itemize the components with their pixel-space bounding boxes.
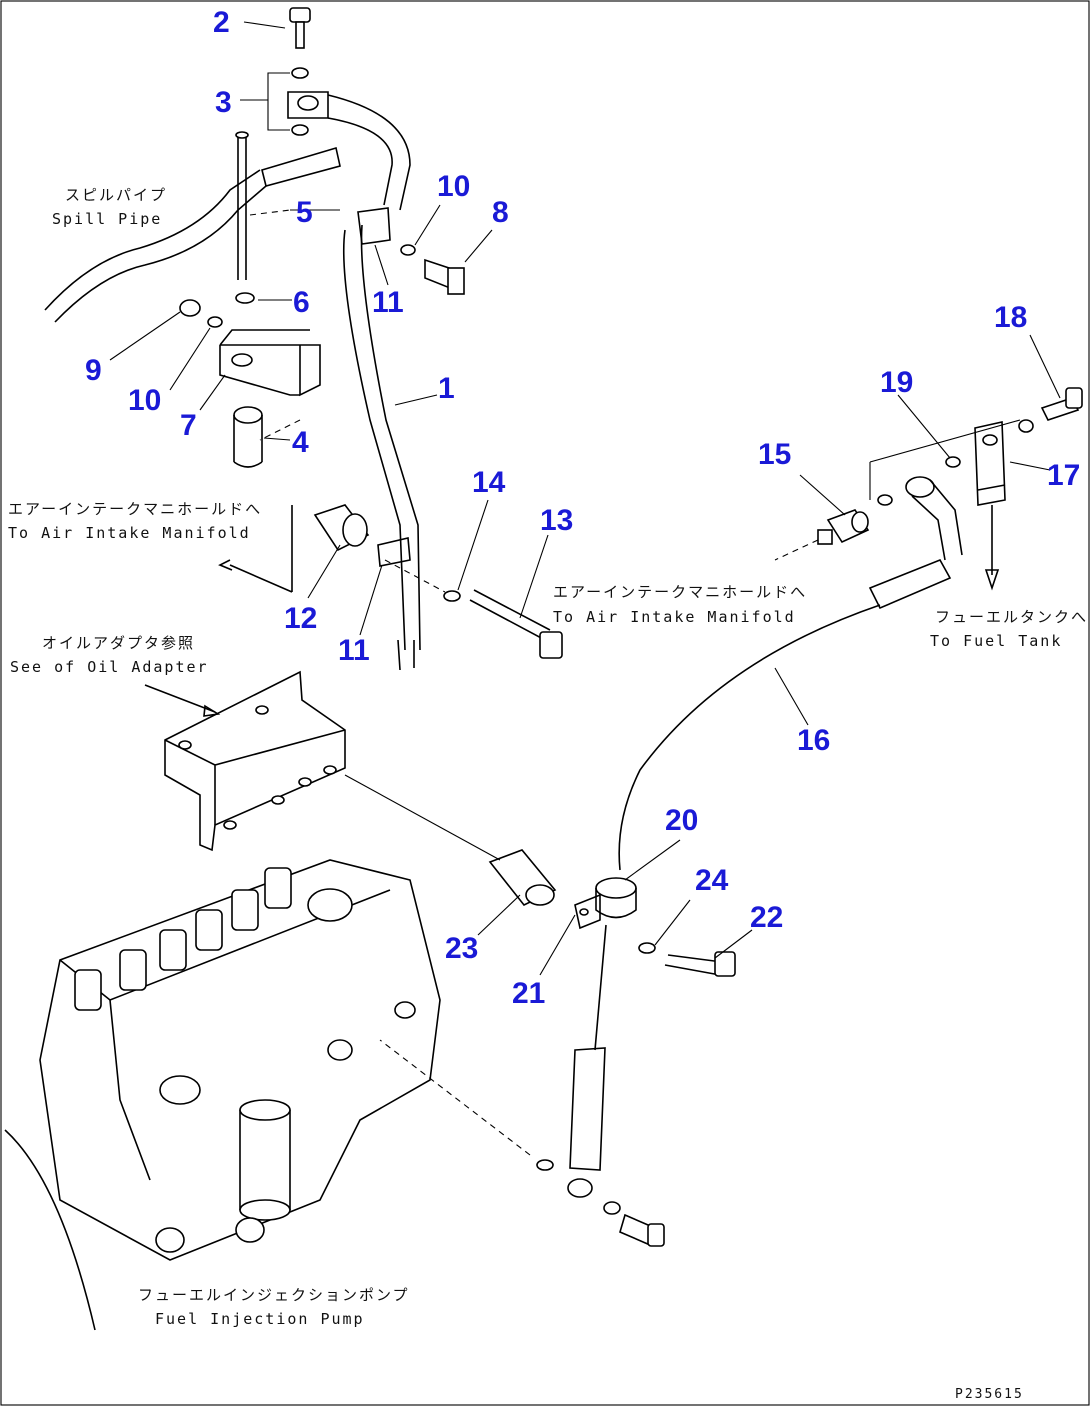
callout-13: 13 <box>540 504 573 537</box>
callout-12: 12 <box>284 602 317 635</box>
pipe-5-drawing <box>327 94 411 211</box>
washer-10-drawing <box>207 316 223 328</box>
label-injection-pump-en: Fuel Injection Pump <box>155 1310 365 1328</box>
label-fuel-tank-en: To Fuel Tank <box>930 632 1062 650</box>
callout-6: 6 <box>293 286 310 319</box>
washer-24-drawing <box>638 942 656 954</box>
callout-20: 20 <box>665 804 698 837</box>
callout-10-lower: 10 <box>128 384 161 417</box>
oil-adapter-arrow <box>144 684 216 713</box>
connector-15-drawing <box>817 509 870 545</box>
spacer-4-drawing <box>233 406 263 468</box>
washers-3-drawing <box>287 67 329 136</box>
callout-19: 19 <box>880 366 913 399</box>
label-air-intake-right-en: To Air Intake Manifold <box>553 608 796 626</box>
hose-16-drawing <box>618 604 881 871</box>
callout-8: 8 <box>492 196 509 229</box>
fitting-20-drawing <box>574 877 637 930</box>
label-spill-pipe-jp: スピルパイプ <box>65 186 167 204</box>
washer-14-drawing <box>443 590 461 602</box>
bolt-18-drawing <box>1018 387 1083 433</box>
label-air-intake-left-en: To Air Intake Manifold <box>8 524 251 542</box>
callout-10-upper: 10 <box>437 170 470 203</box>
label-spill-pipe-en: Spill Pipe <box>52 210 162 228</box>
stud-drawing <box>237 135 247 280</box>
callout-21: 21 <box>512 977 545 1010</box>
callout-16: 16 <box>797 724 830 757</box>
callout-18: 18 <box>994 301 1027 334</box>
fitting-17-drawing <box>974 421 1006 506</box>
callout-5: 5 <box>296 196 313 229</box>
bolt-2-drawing <box>289 7 311 49</box>
bolt-13-drawing <box>469 589 551 641</box>
fuel-injection-pump-drawing <box>4 859 441 1331</box>
pipe-1-drawing <box>342 229 406 651</box>
clamp-11-upper-drawing <box>357 207 391 245</box>
callout-3: 3 <box>215 86 232 119</box>
bolt-22-drawing <box>664 954 723 976</box>
callout-9: 9 <box>85 354 102 387</box>
hose-16-fitting-drawing <box>868 476 963 610</box>
label-oil-adapter-jp: オイルアダプタ参照 <box>42 634 195 652</box>
fitting-drawing <box>261 146 341 187</box>
callout-4: 4 <box>292 426 309 459</box>
callout-15: 15 <box>758 438 791 471</box>
callout-24: 24 <box>695 864 729 897</box>
washer-19a-drawing <box>877 494 893 506</box>
label-injection-pump-jp: フューエルインジェクションポンプ <box>138 1286 410 1304</box>
spill-pipe-drawing <box>44 169 261 311</box>
callout-23: 23 <box>445 932 478 965</box>
oil-adapter-bracket-drawing <box>164 670 346 852</box>
air-intake-right-arrow <box>774 539 819 561</box>
callout-22: 22 <box>750 901 783 934</box>
nut-9-drawing <box>179 299 201 317</box>
air-intake-left-arrow <box>229 505 293 593</box>
callout-11-lower: 11 <box>338 634 370 667</box>
washer-6-drawing <box>235 292 255 304</box>
lower-hose-fitting-drawing <box>567 1047 665 1247</box>
label-air-intake-left-jp: エアーインテークマニホールドへ <box>8 500 262 518</box>
callout-14: 14 <box>472 466 506 499</box>
spacer-23-drawing <box>488 849 557 906</box>
label-air-intake-right-jp: エアーインテークマニホールドへ <box>553 583 807 601</box>
callout-1: 1 <box>438 372 455 405</box>
callout-7: 7 <box>180 409 197 442</box>
bracket-7-drawing <box>219 329 321 397</box>
washer-19b-drawing <box>945 456 961 468</box>
washer-10b-drawing <box>400 244 416 256</box>
label-oil-adapter-en: See of Oil Adapter <box>10 658 209 676</box>
callout-11-upper: 11 <box>372 286 404 319</box>
drawing-code: P235615 <box>955 1387 1024 1402</box>
label-fuel-tank-jp: フューエルタンクへ <box>935 608 1088 626</box>
lower-hose-drawing <box>594 924 607 1051</box>
callout-2: 2 <box>213 6 230 39</box>
clamp-11-lower-drawing <box>377 537 411 567</box>
adapter-12-drawing <box>313 504 370 552</box>
seal-drawing <box>536 1159 554 1171</box>
callout-17: 17 <box>1047 459 1080 492</box>
